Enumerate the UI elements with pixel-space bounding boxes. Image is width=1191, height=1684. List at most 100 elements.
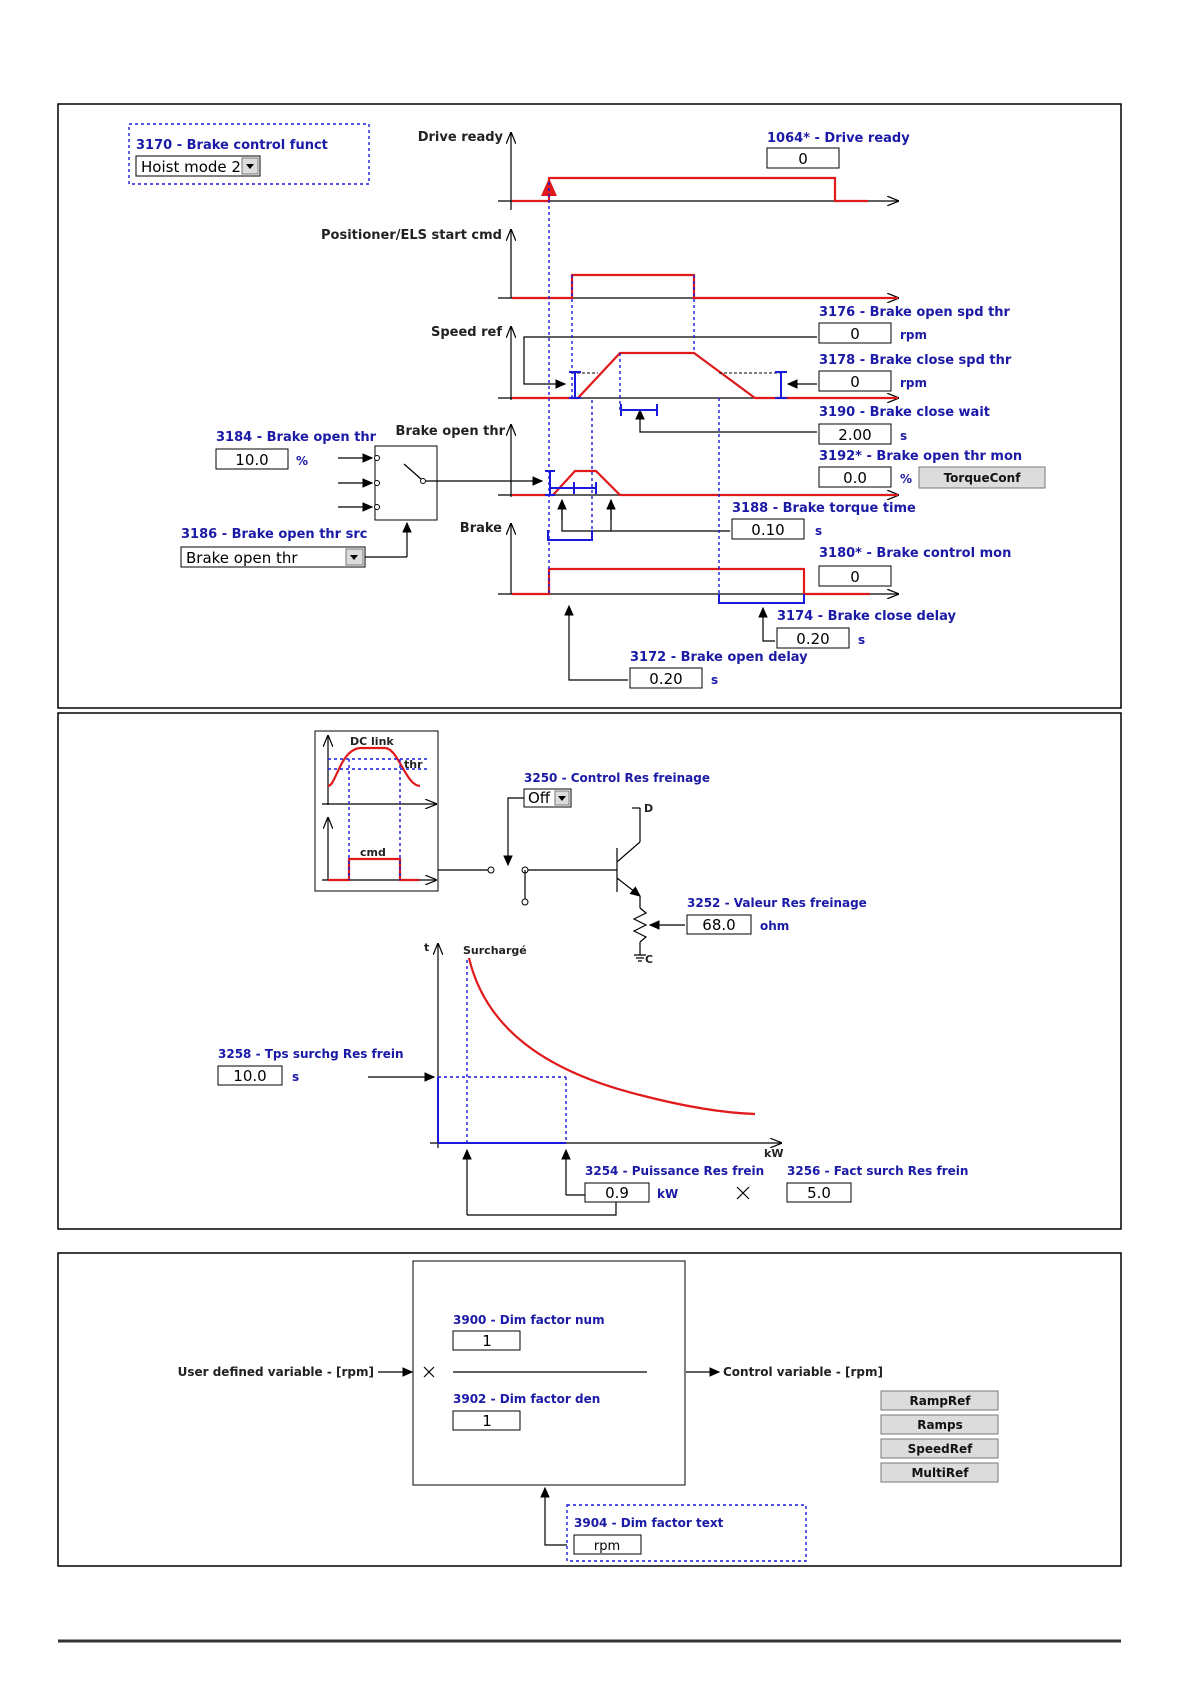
dim-num-value: 1 [482, 1332, 492, 1350]
dim-text-field[interactable] [573, 1534, 642, 1555]
drive-ready-param-field [766, 147, 840, 169]
brake-control-funct-select[interactable]: Hoist mode 2 [135, 155, 261, 177]
brake-open-thr-src-label: 3186 - Brake open thr src [181, 527, 367, 542]
brake-open-thr-unit: % [296, 454, 308, 468]
dim-num-label: 3900 - Dim factor num [453, 1313, 605, 1327]
brake-close-delay-value: 0.20 [796, 630, 829, 648]
ramp-ref-button[interactable]: RampRef [880, 1390, 999, 1411]
brake-open-thr-mon-label: 3192* - Brake open thr mon [819, 449, 1022, 464]
surcharge-label: Surchargé [463, 944, 527, 957]
brake-open-spd-thr-unit: rpm [900, 328, 927, 342]
brake-control-funct-label: 3170 - Brake control funct [136, 138, 328, 153]
brake-signal [512, 567, 870, 596]
brake-close-delay-label: 3174 - Brake close delay [777, 609, 956, 624]
dim-factor-block [412, 1260, 686, 1486]
dim-text-value: rpm [594, 1539, 620, 1554]
brake-open-delay-value: 0.20 [649, 670, 682, 688]
brake-close-wait-unit: s [900, 429, 907, 443]
brake-open-thr-value: 10.0 [235, 451, 268, 469]
brake-open-thr-src-value: Brake open thr [186, 549, 298, 567]
drive-ready-param-value: 0 [798, 150, 808, 168]
brake-close-wait-value: 2.00 [838, 426, 871, 444]
ramp-ref-label: RampRef [909, 1394, 971, 1408]
brake-timing-panel [57, 103, 1122, 709]
brake-torque-time-field[interactable] [731, 518, 805, 540]
speed-ref-axis-label: Speed ref [431, 325, 502, 340]
t-axis-label: t [424, 941, 429, 954]
dim-den-label: 3902 - Dim factor den [453, 1392, 600, 1406]
dc-link-label: DC link [350, 735, 394, 748]
braking-resistor-panel [57, 712, 1122, 1230]
brake-close-wait-label: 3190 - Brake close wait [819, 405, 990, 420]
multi-ref-label: MultiRef [911, 1466, 969, 1480]
brake-control-mon-field [818, 565, 892, 587]
brake-open-thr-mon-unit: % [900, 472, 912, 486]
brake-axis-label: Brake [460, 521, 502, 536]
brake-open-spd-thr-label: 3176 - Brake open spd thr [819, 305, 1011, 320]
user-var-label: User defined variable - [rpm] [178, 1365, 374, 1379]
valeur-res-unit: ohm [760, 919, 789, 933]
multi-ref-button[interactable]: MultiRef [880, 1462, 999, 1483]
dim-text-frame [566, 1504, 807, 1562]
brake-open-thr-axis-label: Brake open thr [396, 424, 506, 439]
speed-ref-label: SpeedRef [908, 1442, 973, 1456]
brake-close-delay-unit: s [858, 633, 865, 647]
brake-close-delay-field[interactable] [776, 627, 850, 649]
dim-den-value: 1 [482, 1412, 492, 1430]
brake-torque-time-unit: s [815, 524, 822, 538]
dim-text-label: 3904 - Dim factor text [574, 1516, 724, 1530]
puissance-unit: kW [657, 1187, 678, 1201]
brake-control-mon-value: 0 [850, 568, 860, 586]
drive-ready-axis-label: Drive ready [418, 130, 504, 145]
speed-ref-button[interactable]: SpeedRef [880, 1438, 999, 1459]
d-label: D [644, 802, 653, 815]
tps-surchg-field[interactable] [217, 1065, 283, 1086]
c-label: C [645, 953, 653, 966]
fact-surch-field[interactable] [786, 1182, 852, 1203]
ramps-button[interactable]: Ramps [880, 1414, 999, 1435]
brake-open-delay-label: 3172 - Brake open delay [630, 650, 808, 665]
brake-close-spd-thr-unit: rpm [900, 376, 927, 390]
control-res-select[interactable]: Off [523, 788, 572, 808]
positioner-signal [512, 273, 898, 300]
brake-close-spd-thr-field[interactable] [818, 370, 892, 392]
valeur-res-value: 68.0 [702, 916, 735, 934]
brake-torque-time-label: 3188 - Brake torque time [732, 501, 916, 516]
control-res-label: 3250 - Control Res freinage [524, 771, 710, 785]
dim-num-field[interactable] [452, 1330, 521, 1351]
threshold-source-switch [338, 445, 544, 557]
brake-close-wait-field[interactable] [818, 423, 892, 445]
brake-open-delay-unit: s [711, 673, 718, 687]
brake-open-thr-mon-value: 0.0 [843, 469, 867, 487]
dc-link-diagram: DC link thr cmd [314, 730, 439, 892]
positioner-axis-label: Positioner/ELS start cmd [321, 228, 502, 243]
control-res-value: Off [528, 789, 551, 807]
cmd-label: cmd [360, 846, 386, 859]
brake-torque-time-value: 0.10 [751, 521, 784, 539]
brake-open-thr-field[interactable] [215, 448, 289, 470]
torqueconf-button-label: TorqueConf [944, 471, 1022, 485]
valeur-res-field[interactable] [686, 914, 752, 935]
brake-control-mon-label: 3180* - Brake control mon [819, 546, 1011, 561]
brake-control-funct-frame [128, 123, 370, 185]
brake-control-funct-group: 3170 - Brake control funct Hoist mode 2 [128, 123, 370, 185]
brake-control-funct-value: Hoist mode 2 [141, 158, 241, 176]
brake-open-thr-src-select[interactable]: Brake open thr [180, 546, 366, 568]
brake-open-thr-label: 3184 - Brake open thr [216, 430, 377, 445]
puissance-value: 0.9 [605, 1184, 629, 1202]
brake-open-spd-thr-field[interactable] [818, 322, 892, 344]
tps-surchg-unit: s [292, 1070, 299, 1084]
torqueconf-button[interactable]: TorqueConf [918, 466, 1046, 489]
puissance-field[interactable] [584, 1182, 650, 1203]
control-var-label: Control variable - [rpm] [723, 1365, 883, 1379]
valeur-res-label: 3252 - Valeur Res freinage [687, 896, 867, 910]
brake-close-spd-thr-label: 3178 - Brake close spd thr [819, 353, 1012, 368]
brake-close-spd-thr-value: 0 [850, 373, 860, 391]
braking-transistor: D C [438, 802, 653, 966]
ramps-label: Ramps [917, 1418, 963, 1432]
tps-surchg-value: 10.0 [233, 1067, 266, 1085]
brake-open-delay-field[interactable] [629, 667, 703, 689]
fact-surch-value: 5.0 [807, 1184, 831, 1202]
dim-den-field[interactable] [452, 1410, 521, 1431]
